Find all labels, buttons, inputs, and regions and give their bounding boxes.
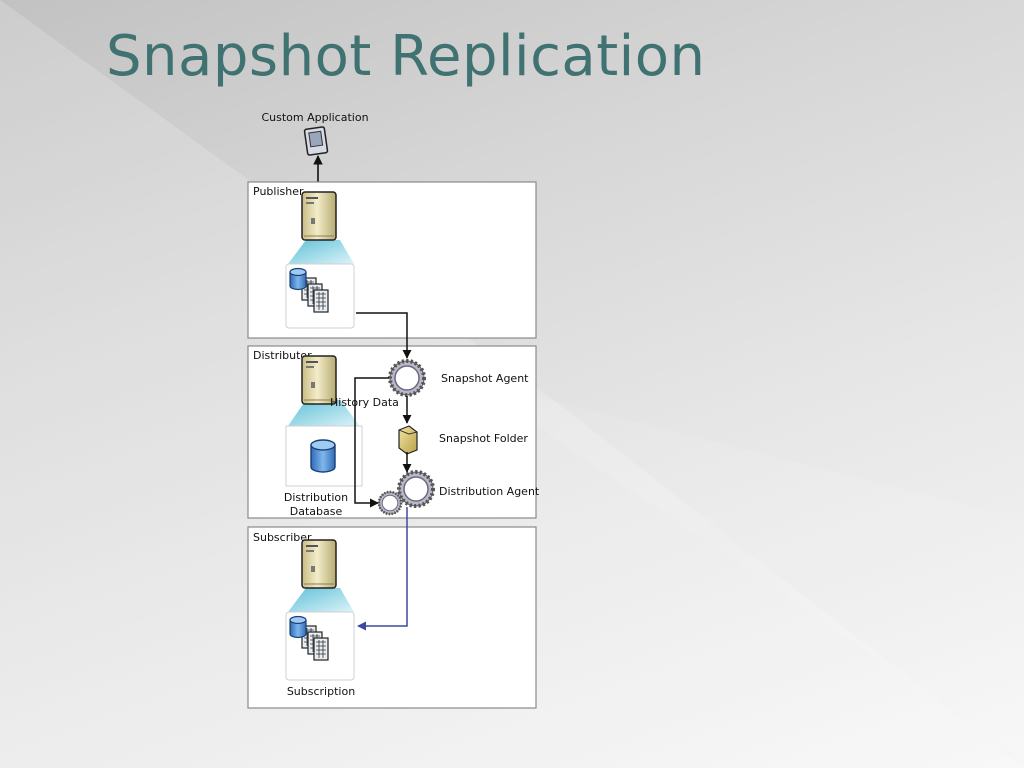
- distributor-beam: [288, 400, 360, 426]
- distribution-database-label-line2: Database: [290, 505, 343, 518]
- publisher-panel: Publisher: [247, 181, 537, 339]
- publisher-title: Publisher: [253, 185, 304, 198]
- distribution-agent-label: Distribution Agent: [439, 485, 540, 498]
- subscription-label: Subscription: [287, 685, 355, 698]
- slide-title: Snapshot Replication: [106, 24, 706, 89]
- snapshot-folder-label: Snapshot Folder: [439, 432, 528, 445]
- publisher-beam: [288, 240, 354, 264]
- distribution-agent-gear-icon: [397, 470, 435, 508]
- history-data-label: History Data: [330, 396, 399, 409]
- history-data-arrow: [354, 377, 389, 508]
- subscriber-beam: [288, 588, 354, 612]
- distribution-to-subscription-arrow: [357, 507, 408, 631]
- snapshot-folder-icon: [398, 425, 418, 455]
- snapshot-agent-gear-icon: [388, 359, 426, 397]
- distribution-database-label-line1: Distribution: [284, 491, 348, 504]
- custom-application-label: Custom Application: [261, 111, 368, 124]
- distribution-database-icon: [310, 439, 336, 473]
- subscriber-title: Subscriber: [253, 531, 312, 544]
- subscriber-server-icon: [301, 539, 337, 589]
- distributor-panel: Distributor Distribution Database Histor…: [247, 345, 540, 519]
- snapshot-agent-label: Snapshot Agent: [441, 372, 529, 385]
- publisher-server-icon: [301, 191, 337, 241]
- subscriber-panel: Subscriber Subscription: [247, 526, 537, 709]
- distributor-title: Distributor: [253, 349, 312, 362]
- publisher-to-snapshot-agent-arrow: [356, 312, 412, 359]
- custom-application-icon: [303, 126, 329, 156]
- distribution-agent-small-gear-icon: [377, 490, 403, 516]
